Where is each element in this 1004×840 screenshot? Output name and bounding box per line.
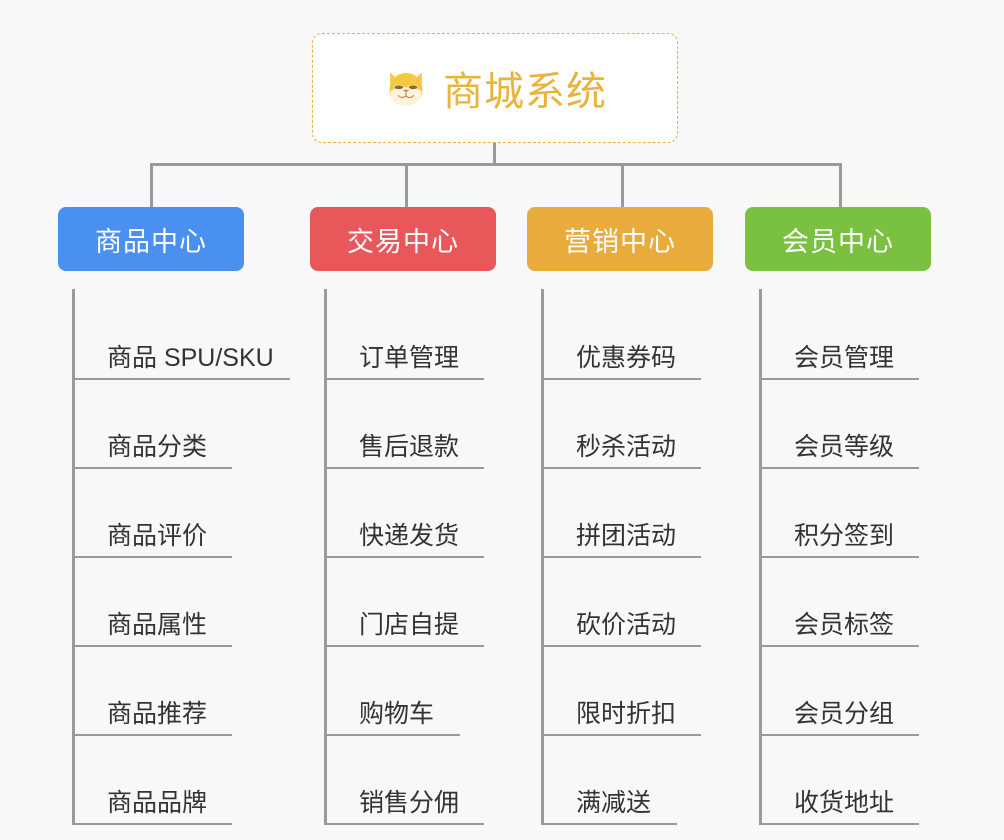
leaf-label: 优惠券码 <box>576 344 677 372</box>
connector-horizontal-bus <box>150 163 842 166</box>
leaf-underline <box>327 378 484 380</box>
leaf-label: 收货地址 <box>794 789 895 817</box>
leaf-item[interactable]: 拼团活动 <box>544 469 713 558</box>
leaf-item[interactable]: 收货地址 <box>762 736 931 825</box>
leaf-item[interactable]: 商品属性 <box>75 558 244 647</box>
leaf-label: 销售分佣 <box>359 789 460 817</box>
leaf-item[interactable]: 秒杀活动 <box>544 380 713 469</box>
leaf-item[interactable]: 优惠券码 <box>544 291 713 380</box>
leaf-item[interactable]: 售后退款 <box>327 380 496 469</box>
leaf-item[interactable]: 商品 SPU/SKU <box>75 291 290 380</box>
leaf-label: 商品品牌 <box>107 789 208 817</box>
leaf-underline <box>75 467 232 469</box>
leaf-underline <box>544 556 701 558</box>
leaf-underline <box>762 823 919 825</box>
leaf-underline <box>327 645 484 647</box>
leaf-label: 商品推荐 <box>107 700 208 728</box>
leaf-underline <box>327 556 484 558</box>
leaf-label: 限时折扣 <box>576 700 677 728</box>
leaf-underline <box>544 823 677 825</box>
leaf-label: 快递发货 <box>359 522 460 550</box>
leaf-item[interactable]: 满减送 <box>544 736 713 825</box>
connector-drop-branch-3 <box>621 163 624 209</box>
leaf-label: 会员标签 <box>794 611 895 639</box>
leaf-list-4: 会员管理 会员等级 积分签到 会员标签 会员分组 收货地址 <box>759 289 931 825</box>
leaf-label: 商品属性 <box>107 611 208 639</box>
connector-root-stem <box>493 143 496 165</box>
leaf-underline <box>762 467 919 469</box>
leaf-item[interactable]: 会员管理 <box>762 291 931 380</box>
leaf-label: 售后退款 <box>359 433 460 461</box>
leaf-underline <box>544 378 701 380</box>
leaf-underline <box>762 556 919 558</box>
shiba-dog-face-icon <box>383 65 429 111</box>
branch-column-2: 交易中心 订单管理 售后退款 快递发货 门店自提 购物车 <box>310 207 496 825</box>
leaf-underline <box>544 734 701 736</box>
leaf-underline <box>327 823 484 825</box>
branch-title-1: 商品中心 <box>95 226 207 257</box>
leaf-underline <box>544 467 701 469</box>
connector-drop-branch-1 <box>150 163 153 209</box>
leaf-item[interactable]: 会员等级 <box>762 380 931 469</box>
leaf-label: 拼团活动 <box>576 522 677 550</box>
branch-column-4: 会员中心 会员管理 会员等级 积分签到 会员标签 会员分组 <box>745 207 931 825</box>
leaf-label: 商品分类 <box>107 433 208 461</box>
leaf-label: 会员分组 <box>794 700 895 728</box>
branch-title-3: 营销中心 <box>564 226 676 257</box>
leaf-item[interactable]: 限时折扣 <box>544 647 713 736</box>
leaf-underline <box>75 823 232 825</box>
branch-header-2[interactable]: 交易中心 <box>310 207 496 271</box>
leaf-label: 秒杀活动 <box>576 433 677 461</box>
leaf-list-2: 订单管理 售后退款 快递发货 门店自提 购物车 销售分佣 <box>324 289 496 825</box>
connector-drop-branch-2 <box>405 163 408 209</box>
branch-column-3: 营销中心 优惠券码 秒杀活动 拼团活动 砍价活动 限时折扣 <box>527 207 713 825</box>
leaf-label: 积分签到 <box>794 522 895 550</box>
leaf-item[interactable]: 快递发货 <box>327 469 496 558</box>
leaf-label: 商品评价 <box>107 522 208 550</box>
leaf-list-1: 商品 SPU/SKU 商品分类 商品评价 商品属性 商品推荐 商品品牌 <box>72 289 290 825</box>
leaf-underline <box>327 467 484 469</box>
leaf-item[interactable]: 积分签到 <box>762 469 931 558</box>
leaf-item[interactable]: 商品分类 <box>75 380 244 469</box>
leaf-item[interactable]: 订单管理 <box>327 291 496 380</box>
leaf-item[interactable]: 商品推荐 <box>75 647 244 736</box>
leaf-item[interactable]: 商品品牌 <box>75 736 244 825</box>
leaf-label: 会员管理 <box>794 344 895 372</box>
leaf-item[interactable]: 销售分佣 <box>327 736 496 825</box>
leaf-underline <box>75 378 290 380</box>
branch-header-4[interactable]: 会员中心 <box>745 207 931 271</box>
leaf-item[interactable]: 会员分组 <box>762 647 931 736</box>
leaf-label: 砍价活动 <box>576 611 677 639</box>
leaf-item[interactable]: 砍价活动 <box>544 558 713 647</box>
leaf-underline <box>75 734 232 736</box>
connector-drop-branch-4 <box>839 163 842 209</box>
leaf-item[interactable]: 购物车 <box>327 647 496 736</box>
leaf-underline <box>75 645 232 647</box>
leaf-list-3: 优惠券码 秒杀活动 拼团活动 砍价活动 限时折扣 满减送 <box>541 289 713 825</box>
leaf-underline <box>762 378 919 380</box>
leaf-underline <box>75 556 232 558</box>
leaf-item[interactable]: 门店自提 <box>327 558 496 647</box>
leaf-item[interactable]: 会员标签 <box>762 558 931 647</box>
leaf-label: 会员等级 <box>794 433 895 461</box>
leaf-underline <box>762 645 919 647</box>
leaf-item[interactable]: 商品评价 <box>75 469 244 558</box>
leaf-label: 商品 SPU/SKU <box>107 344 274 372</box>
branch-header-3[interactable]: 营销中心 <box>527 207 713 271</box>
leaf-label: 购物车 <box>359 700 435 728</box>
root-node-content: 商城系统 <box>383 59 607 117</box>
branch-column-1: 商品中心 商品 SPU/SKU 商品分类 商品评价 商品属性 商品推荐 <box>58 207 290 825</box>
branch-header-1[interactable]: 商品中心 <box>58 207 244 271</box>
leaf-label: 门店自提 <box>359 611 460 639</box>
leaf-label: 订单管理 <box>359 344 460 372</box>
leaf-label: 满减送 <box>576 789 652 817</box>
leaf-underline <box>327 734 460 736</box>
leaf-underline <box>544 645 701 647</box>
branch-title-2: 交易中心 <box>347 226 459 257</box>
branch-title-4: 会员中心 <box>782 226 894 257</box>
root-title: 商城系统 <box>443 70 607 114</box>
root-node[interactable]: 商城系统 <box>312 33 678 143</box>
leaf-underline <box>762 734 919 736</box>
